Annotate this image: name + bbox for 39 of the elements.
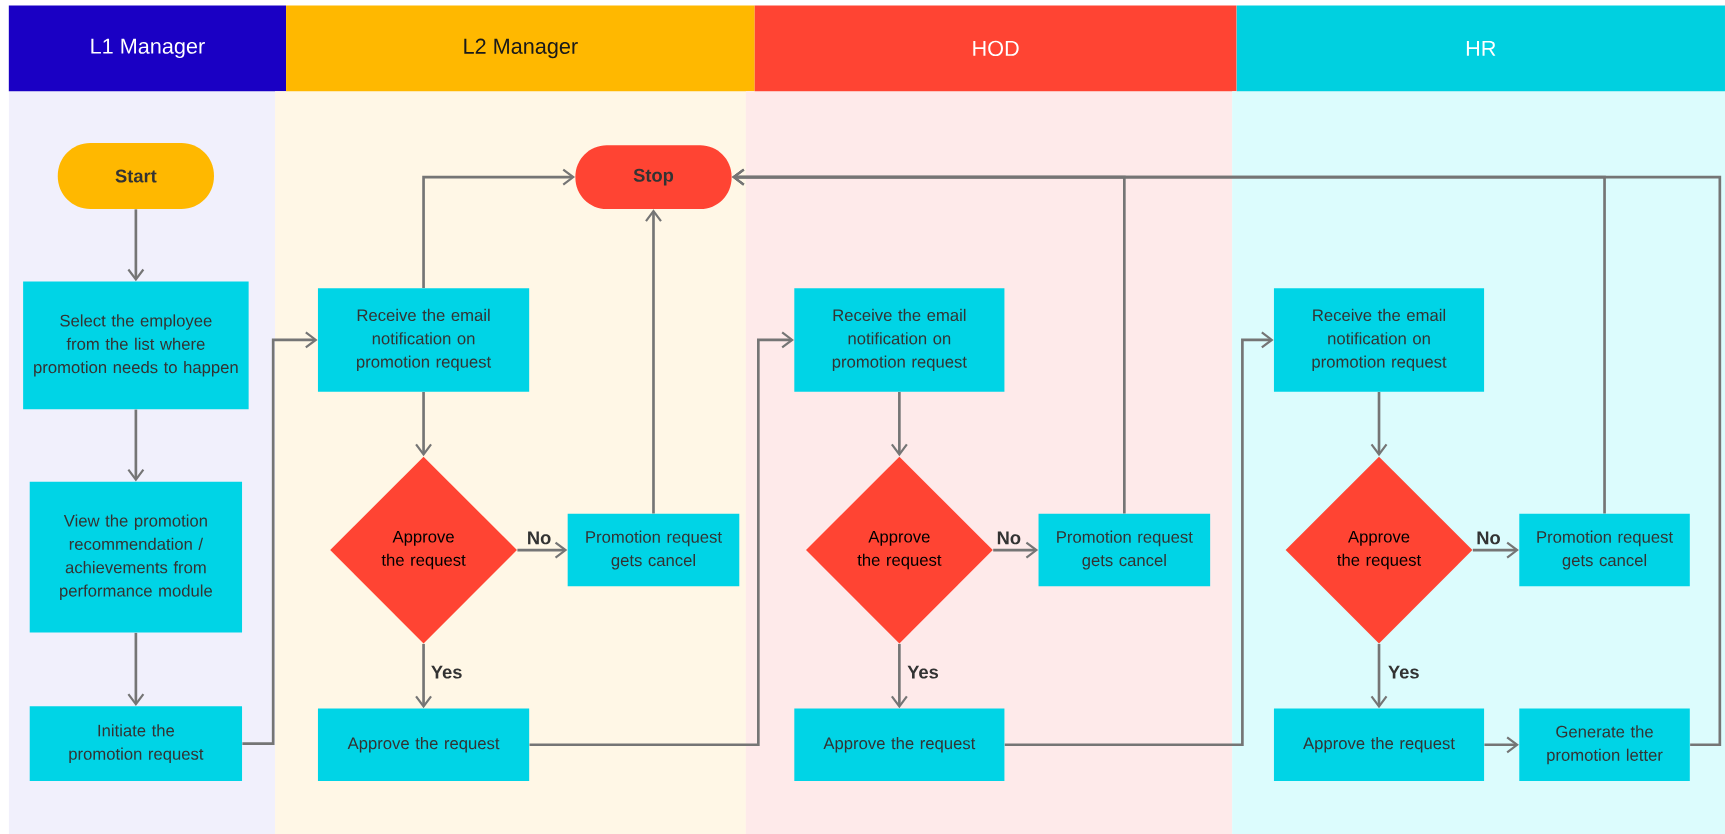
edge-label: Yes bbox=[1386, 664, 1422, 681]
node-label: L2 Manager bbox=[464, 38, 578, 59]
arrow bbox=[127, 209, 145, 282]
arrow bbox=[1472, 541, 1519, 559]
process-box: Approve the request bbox=[794, 708, 1005, 782]
process-box: Approve the request bbox=[317, 708, 530, 782]
edge-label: Yes bbox=[905, 664, 941, 681]
process-box: Generate the promotion letter bbox=[1519, 708, 1690, 782]
process-box: Receive the email notification on promotion request bbox=[1273, 288, 1485, 392]
arrow bbox=[415, 392, 432, 457]
arrow bbox=[529, 331, 794, 747]
arrow bbox=[645, 209, 662, 514]
process-box: Approve the request bbox=[1273, 708, 1485, 782]
arrow bbox=[127, 632, 145, 706]
arrow bbox=[1484, 736, 1519, 754]
arrow bbox=[731, 168, 1722, 747]
arrow bbox=[242, 331, 318, 746]
process-box: Receive the email notification on promotion request bbox=[317, 288, 530, 392]
process-box: Select the employee from the list where promotion needs to happen bbox=[23, 281, 249, 410]
arrow bbox=[127, 409, 145, 482]
arrow bbox=[891, 392, 908, 457]
process-box: Promotion request gets cancel bbox=[1519, 513, 1690, 587]
arrow bbox=[415, 643, 432, 709]
arrow bbox=[517, 541, 568, 559]
process-box: Initiate the promotion request bbox=[29, 706, 243, 782]
arrow bbox=[993, 541, 1039, 559]
arrow bbox=[1004, 331, 1274, 747]
arrow bbox=[891, 643, 908, 709]
arrow bbox=[422, 168, 576, 288]
node-label: L1 Manager bbox=[91, 38, 205, 59]
process-box: View the promotion recommendation / achievements from performance module bbox=[29, 481, 243, 633]
process-box: Promotion request gets cancel bbox=[1038, 513, 1211, 587]
process-box: Receive the email notification on promotion request bbox=[794, 288, 1005, 392]
arrow bbox=[1370, 643, 1388, 709]
arrow bbox=[1370, 392, 1388, 457]
edge-label: Yes bbox=[429, 664, 465, 681]
node-label: HR bbox=[1466, 41, 1496, 56]
node-label: HOD bbox=[973, 40, 1019, 57]
process-box: Promotion request gets cancel bbox=[567, 513, 740, 587]
